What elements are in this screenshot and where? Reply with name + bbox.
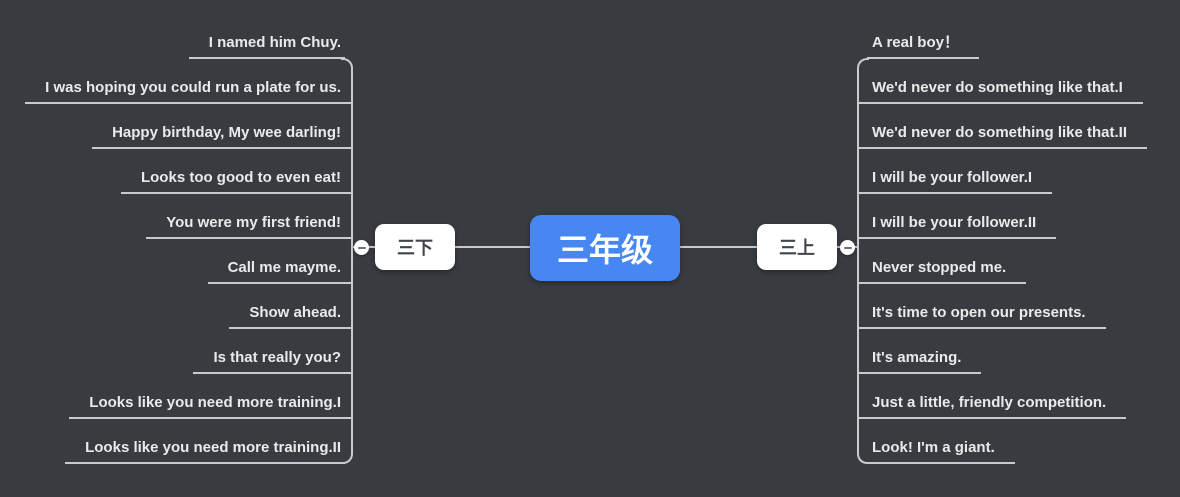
topic-item[interactable]: A real boy！ — [867, 30, 979, 59]
topic-item[interactable]: I will be your follower.I — [859, 165, 1053, 194]
topic-item[interactable]: Looks like you need more training.II — [65, 435, 345, 464]
topic-item[interactable]: I will be your follower.II — [859, 210, 1057, 239]
topic-item[interactable]: It's amazing. — [859, 345, 982, 374]
minus-icon — [357, 246, 366, 249]
branch-node-right[interactable]: 三上 — [757, 224, 837, 270]
root-node[interactable]: 三年级 — [530, 215, 680, 281]
collapse-button-left[interactable] — [354, 240, 369, 255]
topic-item[interactable]: Just a little, friendly competition. — [859, 390, 1127, 419]
topic-item[interactable]: Is that really you? — [193, 345, 353, 374]
topic-item[interactable]: Happy birthday, My wee darling! — [92, 120, 353, 149]
topic-item[interactable]: Look! I'm a giant. — [867, 435, 1015, 464]
topic-item[interactable]: Never stopped me. — [859, 255, 1027, 284]
branch-node-left[interactable]: 三下 — [375, 224, 455, 270]
topic-item[interactable]: I was hoping you could run a plate for u… — [25, 75, 353, 104]
topic-item[interactable]: I named him Chuy. — [188, 30, 345, 59]
connector-trunk-left — [341, 58, 353, 464]
topic-item[interactable]: Looks like you need more training.I — [69, 390, 353, 419]
topic-item[interactable]: Show ahead. — [229, 300, 353, 329]
minus-icon — [843, 246, 852, 249]
topic-item[interactable]: We'd never do something like that.II — [859, 120, 1147, 149]
topic-item[interactable]: You were my first friend! — [146, 210, 353, 239]
topic-item[interactable]: It's time to open our presents. — [859, 300, 1106, 329]
topic-item[interactable]: Looks too good to even eat! — [120, 165, 353, 194]
collapse-button-right[interactable] — [840, 240, 855, 255]
topic-item[interactable]: Call me mayme. — [207, 255, 353, 284]
topic-item[interactable]: We'd never do something like that.I — [859, 75, 1143, 104]
connector-trunk-right — [857, 58, 869, 464]
